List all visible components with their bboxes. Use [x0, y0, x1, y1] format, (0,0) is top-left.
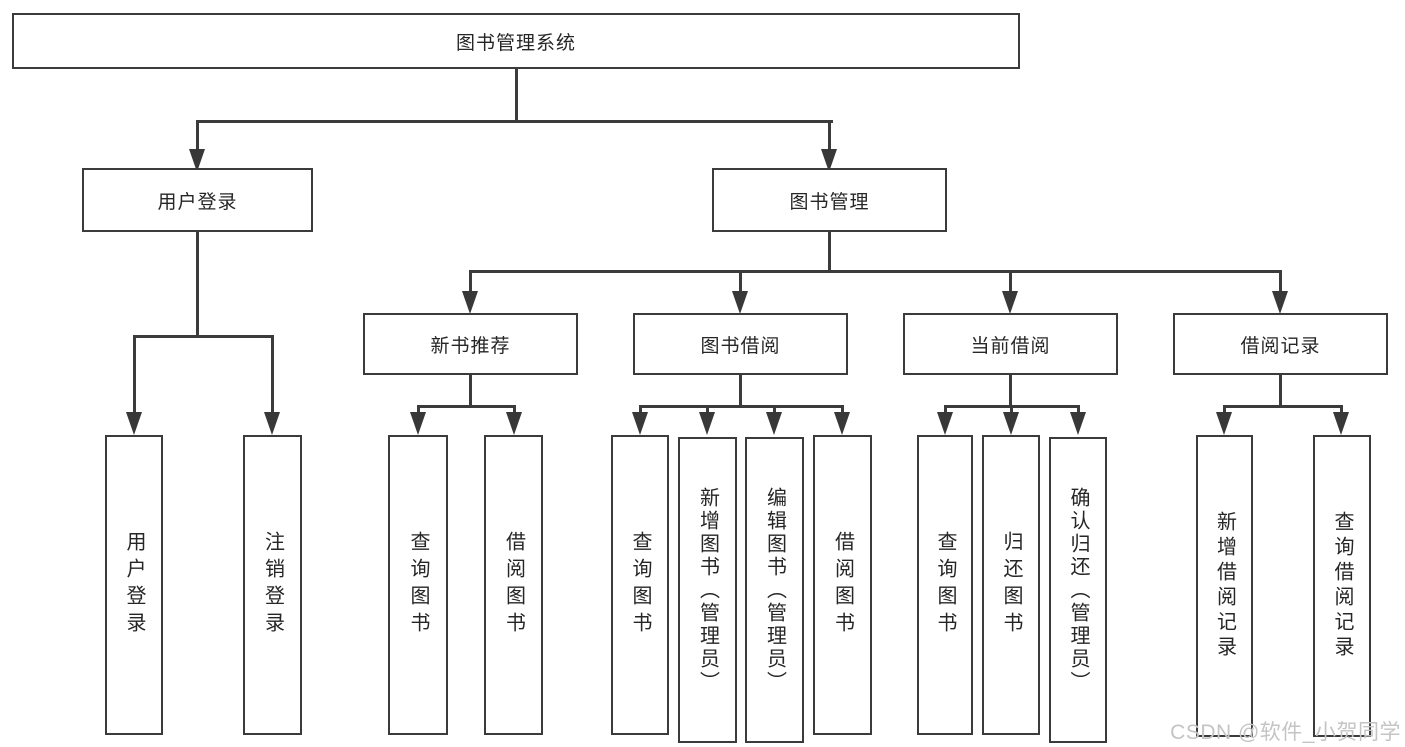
connector-stem-leaf [841, 405, 844, 417]
connector-stem-records [1279, 270, 1282, 294]
arrow-down-icon [1333, 412, 1349, 435]
leaf-user-login: 用户登录 [105, 435, 163, 735]
arrow-down-icon [937, 412, 953, 435]
connector-stem-current [1009, 270, 1012, 294]
leaf-borrow-query-book: 查询图书 [611, 435, 669, 735]
connector-mgmt-drop [828, 232, 831, 273]
leaf-borrow-edit-book-admin: 编辑图书（管理员） [745, 437, 804, 743]
leaf-logout: 注销登录 [243, 435, 302, 735]
connector-drop [1009, 375, 1012, 408]
node-new-book-recommend: 新书推荐 [363, 313, 578, 375]
csdn-watermark: CSDN @软件_小贺同学 [1170, 721, 1401, 744]
leaf-recommend-query-book: 查询图书 [388, 435, 448, 735]
arrow-down-icon [264, 412, 280, 435]
arrow-down-icon [189, 149, 205, 172]
leaf-current-confirm-return-admin: 确认归还（管理员） [1049, 437, 1107, 743]
connector-drop [1279, 375, 1282, 408]
arrow-down-icon [1070, 412, 1086, 435]
connector-rail-level2 [196, 120, 833, 123]
connector-stem-leaf [944, 405, 947, 417]
arrow-down-icon [1216, 412, 1232, 435]
connector-stem-borrow [739, 270, 742, 294]
connector-stem-book-mgmt [828, 120, 831, 152]
connector-stem-leaf [639, 405, 642, 417]
arrow-down-icon [1003, 412, 1019, 435]
leaf-borrow-borrow-book: 借阅图书 [813, 435, 872, 735]
arrow-down-icon [699, 412, 715, 435]
arrow-down-icon [834, 412, 850, 435]
arrow-down-icon [1272, 291, 1288, 314]
arrow-down-icon [126, 412, 142, 435]
connector-stem-leaf [706, 405, 709, 417]
node-book-borrow: 图书借阅 [633, 313, 848, 375]
connector-rail-recommend [417, 405, 516, 408]
node-library-system-root: 图书管理系统 [12, 13, 1020, 69]
connector-drop [469, 375, 472, 408]
connector-stem-leaf [417, 405, 420, 417]
leaf-current-return-book: 归还图书 [982, 435, 1040, 735]
connector-stem-leaf [1077, 405, 1080, 417]
node-user-login: 用户登录 [82, 168, 313, 232]
node-book-management: 图书管理 [712, 168, 947, 232]
connector-stem-leaf [1223, 405, 1226, 417]
arrow-down-icon [821, 149, 837, 172]
connector-stem-leaf [1340, 405, 1343, 417]
leaf-records-add-record: 新增借阅记录 [1196, 435, 1253, 737]
leaf-records-query-record: 查询借阅记录 [1313, 435, 1371, 737]
connector-stem-user-login [196, 120, 199, 152]
connector-stem-recommend [469, 270, 472, 294]
leaf-current-query-book: 查询图书 [917, 435, 973, 735]
connector-user-drop [196, 232, 199, 338]
arrow-down-icon [410, 412, 426, 435]
arrow-down-icon [632, 412, 648, 435]
connector-rail-records [1223, 405, 1342, 408]
connector-drop [739, 375, 742, 408]
connector-stem-leaf [1010, 405, 1013, 417]
arrow-down-icon [766, 412, 782, 435]
arrow-down-icon [462, 291, 478, 314]
connector-root-drop [515, 69, 518, 122]
arrow-down-icon [1002, 291, 1018, 314]
leaf-borrow-add-book-admin: 新增图书（管理员） [678, 437, 737, 743]
connector-rail-borrow [639, 405, 843, 408]
connector-stem-leaf [133, 335, 136, 415]
leaf-recommend-borrow-book: 借阅图书 [484, 435, 543, 735]
connector-rail-level3 [469, 270, 1281, 273]
arrow-down-icon [732, 291, 748, 314]
node-borrow-records: 借阅记录 [1173, 313, 1388, 375]
arrow-down-icon [506, 412, 522, 435]
node-current-borrow: 当前借阅 [903, 313, 1118, 375]
connector-stem-leaf [271, 335, 274, 415]
connector-stem-leaf [513, 405, 516, 417]
connector-rail-user [133, 335, 274, 338]
connector-stem-leaf [773, 405, 776, 417]
